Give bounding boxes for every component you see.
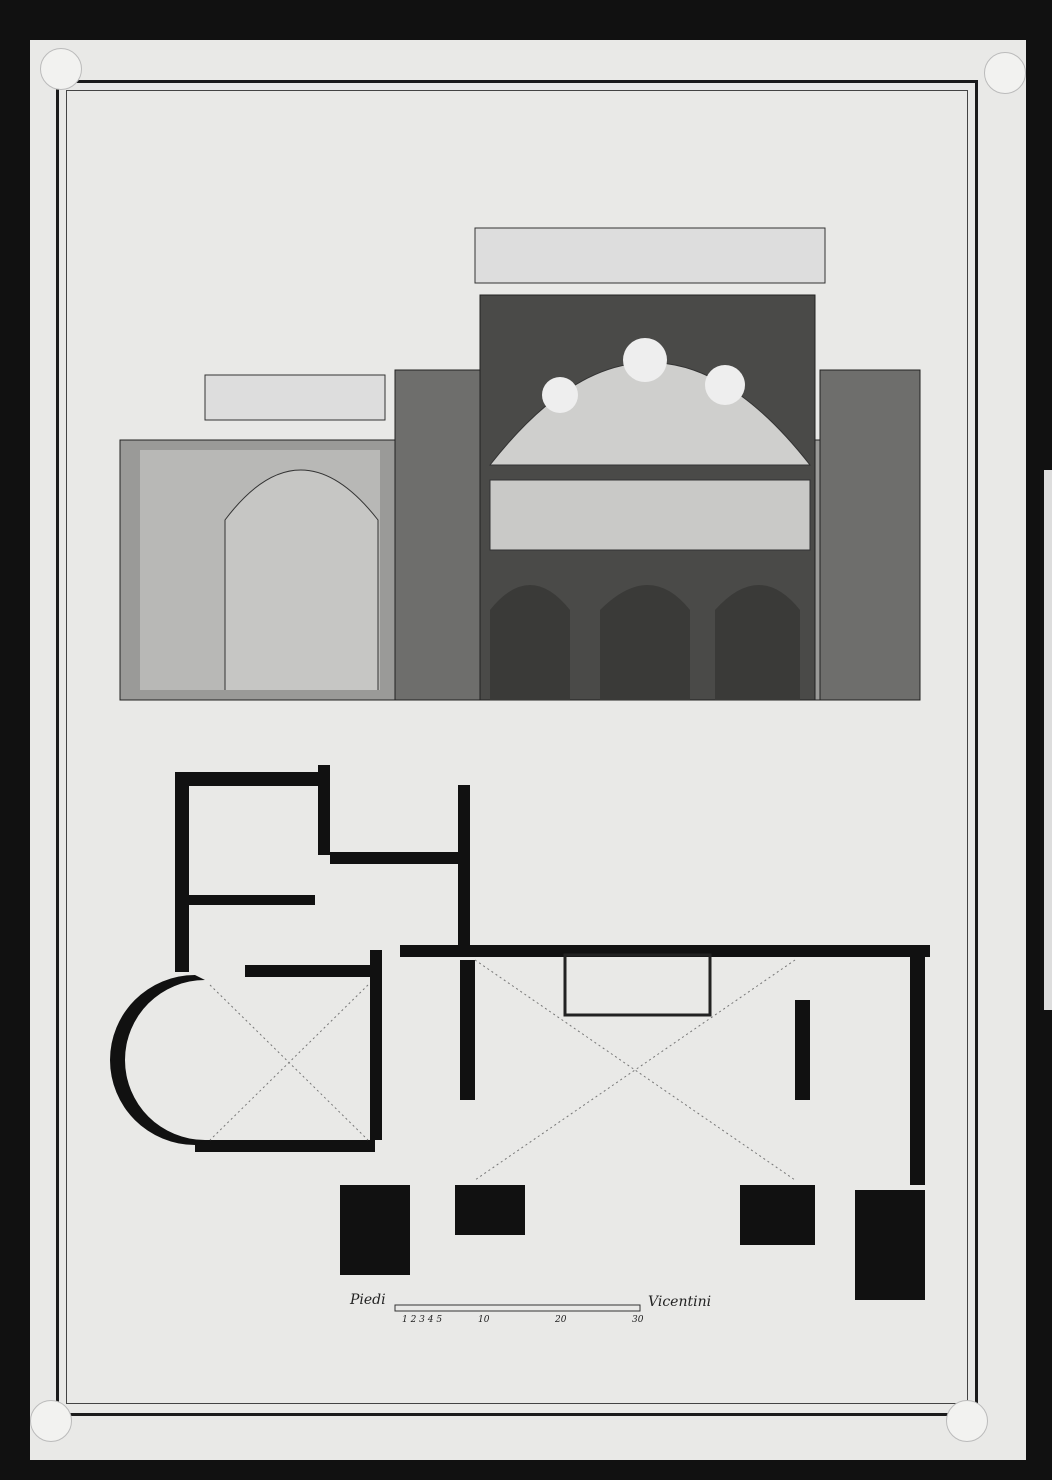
scale-tick: 30	[632, 1315, 644, 1325]
pin-icon	[984, 52, 1026, 94]
scale-tick: 10	[478, 1315, 490, 1325]
scale-left-label: Piedi	[350, 1292, 386, 1308]
pin-icon	[946, 1400, 988, 1442]
scale-right-label: Vicentini	[648, 1294, 712, 1310]
scale-tick: 1 2 3 4 5	[402, 1315, 443, 1325]
pin-icon	[30, 1400, 72, 1442]
frame-border	[56, 80, 978, 1416]
side-label-strip	[1044, 470, 1052, 1010]
pin-icon	[40, 48, 82, 90]
scale-tick: 20	[555, 1315, 567, 1325]
frame-inner-border	[66, 90, 968, 1404]
